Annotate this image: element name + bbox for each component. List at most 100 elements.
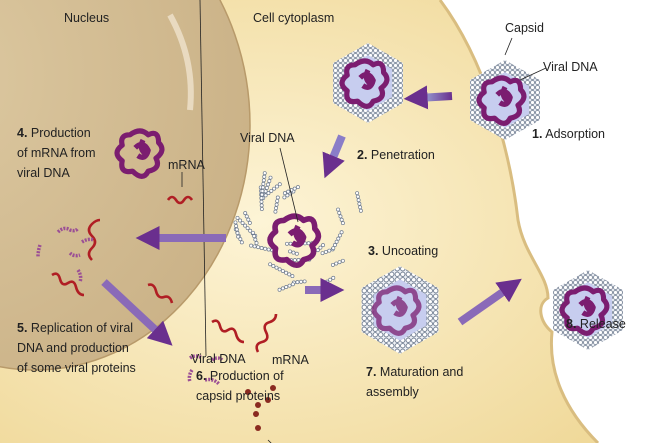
capsomere <box>291 250 296 255</box>
capsomere <box>261 181 266 186</box>
capsomere <box>264 185 269 190</box>
capsomere <box>259 246 264 250</box>
capsomere <box>285 241 289 246</box>
capsomere <box>235 231 240 235</box>
capsomere <box>263 193 268 198</box>
capsomere <box>249 243 254 248</box>
capsomere <box>260 192 264 197</box>
capsomere <box>358 205 363 210</box>
capsomere <box>240 221 245 225</box>
capsomere <box>280 269 285 273</box>
capsomere <box>243 211 248 216</box>
capsomere <box>247 220 252 225</box>
capsomere <box>252 244 257 249</box>
viral-dna-label-1: Viral DNA <box>543 60 598 74</box>
capsomere <box>282 191 287 196</box>
capsomere <box>331 275 336 280</box>
capsomere <box>322 281 327 286</box>
step-3-label: 3. Uncoating <box>368 244 439 258</box>
capsomere <box>292 258 297 263</box>
capsomere <box>328 277 333 282</box>
capsomere <box>274 265 279 270</box>
capsid-protein-dots <box>245 385 276 431</box>
capsomere <box>315 248 320 253</box>
capsomere <box>266 191 271 196</box>
capsomere <box>233 220 238 225</box>
capsomere <box>275 195 280 200</box>
capsomere <box>357 201 362 206</box>
capsomere <box>339 217 344 222</box>
capsomere <box>334 261 339 266</box>
capsomere <box>323 249 328 254</box>
capsomere <box>320 251 325 256</box>
capsomere <box>338 214 343 219</box>
capsomere <box>269 188 274 193</box>
capsomere <box>302 279 307 284</box>
capsomere <box>340 221 345 226</box>
capsomere <box>268 262 273 267</box>
capsomere <box>259 199 264 204</box>
capsomere <box>245 226 250 231</box>
capsomere <box>284 285 289 289</box>
capsomere <box>263 246 268 251</box>
replicated-viral-dna <box>36 226 224 386</box>
capsomere <box>296 185 300 190</box>
capsomere <box>248 228 253 233</box>
capsomere <box>234 224 239 228</box>
capsomere <box>339 230 344 235</box>
capsomere <box>273 209 278 214</box>
capsomere <box>295 280 300 285</box>
capsomere <box>355 194 360 199</box>
capsomere <box>296 258 301 262</box>
capsomere <box>259 207 264 211</box>
capsomere <box>336 207 341 212</box>
capsomere <box>334 239 339 244</box>
capsomere <box>338 233 342 238</box>
capsomere <box>256 245 261 250</box>
capsomere <box>236 234 241 239</box>
capsomere <box>286 189 291 194</box>
mrna-label-4: mRNA <box>168 158 205 172</box>
step-8-label: 8. Release <box>566 317 626 331</box>
arrow-penetration-to-uncoating <box>322 134 346 179</box>
capsomere <box>235 215 240 220</box>
capsomere <box>261 178 266 183</box>
capsomere <box>274 206 278 211</box>
capsomere <box>275 184 279 189</box>
capsomere <box>337 260 342 265</box>
mrna-label-6b: mRNA <box>272 353 309 367</box>
capsomere <box>325 279 330 284</box>
capsomere <box>358 208 363 213</box>
capsomere <box>340 258 345 263</box>
capsomere <box>262 171 267 176</box>
capsomere <box>336 236 341 241</box>
capsomere <box>333 243 337 247</box>
capsomere <box>287 283 292 288</box>
capsomere <box>306 241 311 246</box>
capsomere <box>254 241 259 245</box>
capsomere <box>356 198 361 203</box>
capsomere <box>285 193 290 198</box>
capsomere <box>260 189 265 193</box>
capsomere <box>260 185 265 190</box>
capsomere <box>253 237 258 242</box>
capsomere <box>243 223 248 228</box>
capsomere <box>280 286 285 291</box>
capsomere <box>238 237 243 242</box>
capsomere <box>331 246 336 251</box>
capsomere <box>251 230 255 235</box>
capsomere <box>259 196 264 201</box>
capsomere <box>275 199 280 203</box>
capsomere <box>259 203 264 208</box>
capsomere <box>267 179 272 184</box>
capsomere <box>262 174 267 179</box>
capsomere <box>234 227 239 232</box>
capsomere <box>318 245 323 250</box>
capsomere <box>277 287 282 292</box>
capsomere <box>266 247 271 252</box>
capsomere <box>321 243 325 248</box>
